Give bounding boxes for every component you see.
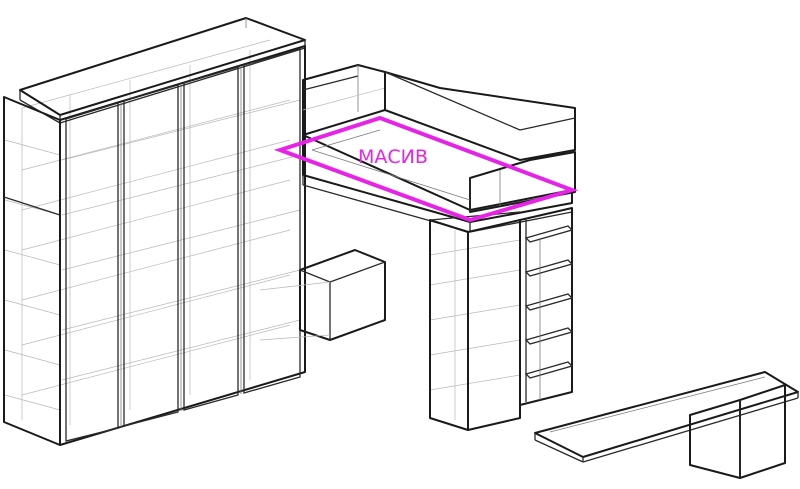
shelf-block (429, 207, 574, 431)
wardrobe-doors (59, 45, 306, 446)
wardrobe-side-panel (3, 96, 61, 446)
wall-shelf (259, 249, 386, 341)
highlight-label: МАСИВ (358, 146, 428, 168)
back-panel (302, 64, 386, 136)
highlight-outline (273, 115, 579, 223)
solid-wood-highlight: МАСИВ (273, 115, 579, 223)
open-shelves (519, 207, 574, 406)
shelf-block-interior (429, 230, 521, 420)
wardrobe-interior-lines (4, 39, 301, 425)
wardrobe (3, 17, 306, 446)
desk (534, 371, 799, 479)
